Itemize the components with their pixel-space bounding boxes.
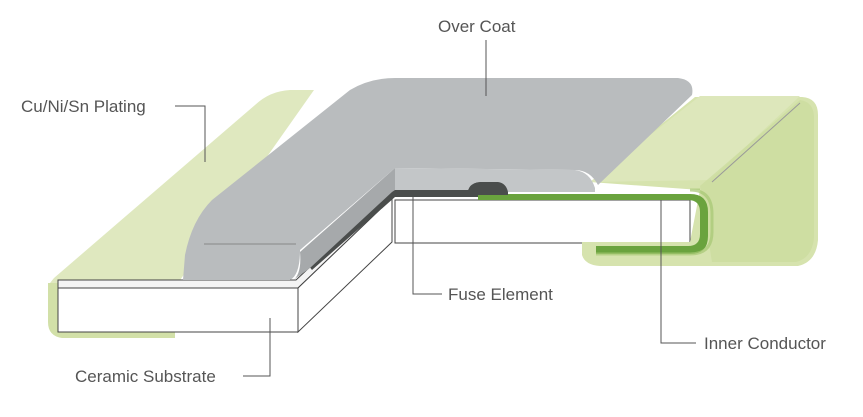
right-plating-cap-edge bbox=[700, 100, 814, 262]
right-plating-edge-line bbox=[711, 102, 801, 183]
leader-inner-conductor bbox=[660, 200, 696, 344]
leader-ceramic-substrate bbox=[243, 318, 271, 377]
over-coat-step-top bbox=[395, 168, 595, 192]
ceramic-substrate-right bbox=[394, 199, 691, 244]
fuse-element bbox=[308, 182, 508, 270]
over-coat-label: Over Coat bbox=[438, 17, 516, 36]
inner-conductor-band bbox=[478, 194, 708, 254]
leader-fuse-element bbox=[412, 197, 442, 295]
left-plating-top-face bbox=[50, 90, 314, 283]
fuse-element-strip bbox=[308, 182, 508, 270]
ceramic-substrate-label: Ceramic Substrate bbox=[75, 367, 216, 386]
inner-conductor-halo bbox=[596, 188, 714, 256]
fuse-element-label: Fuse Element bbox=[448, 285, 553, 304]
over-coat-slope bbox=[292, 168, 395, 281]
right-plating bbox=[582, 96, 818, 266]
over-coat bbox=[183, 78, 693, 281]
substrate-left-side bbox=[297, 196, 393, 334]
substrate-right-front bbox=[394, 199, 691, 244]
over-coat-main bbox=[183, 78, 693, 280]
leader-lines bbox=[175, 40, 696, 377]
right-plating-top bbox=[590, 96, 800, 182]
inner-conductor-label: Inner Conductor bbox=[704, 334, 826, 353]
plating-label: Cu/Ni/Sn Plating bbox=[21, 97, 146, 116]
inner-conductor bbox=[478, 188, 714, 256]
leader-plating bbox=[175, 105, 206, 162]
substrate-left-front bbox=[57, 287, 299, 333]
